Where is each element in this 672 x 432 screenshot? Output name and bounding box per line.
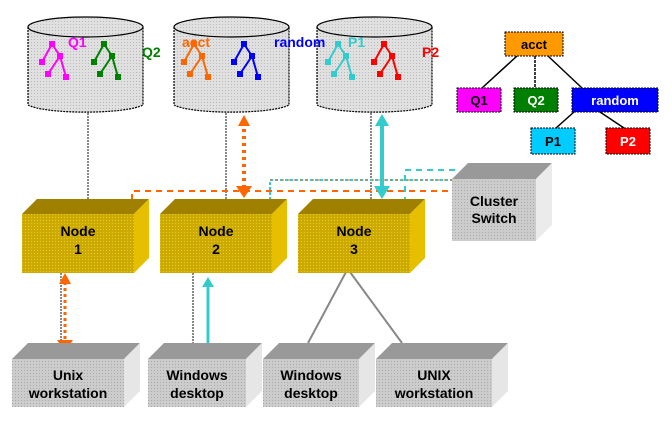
database-3 (316, 16, 433, 113)
hierarchy-label-acct: acct (521, 37, 548, 52)
client-label-line2: workstation (28, 385, 108, 401)
client-label-line2: desktop (284, 385, 338, 401)
switch-label-line1: Cluster (470, 193, 519, 209)
orange-dotted-arrow-node1-client1 (57, 273, 73, 352)
hierarchy-node-q2 (513, 87, 559, 113)
hierarchy-node-p2 (605, 127, 651, 155)
hierarchy-node-p1 (530, 127, 576, 155)
client-label-line2: workstation (394, 385, 474, 401)
tree-icon-q1: Q1 (39, 34, 87, 80)
node3-client3-link (307, 271, 347, 344)
cyan-switch-link-node3 (404, 169, 455, 203)
tree-icon-random: random (231, 34, 325, 80)
node-label-line2: 3 (350, 241, 358, 257)
tree-label-acct: acct (182, 34, 210, 50)
hierarchy-label-q2: Q2 (527, 93, 544, 108)
client-label-line1: UNIX (417, 367, 451, 383)
client-4: UNIX workstation (376, 343, 508, 407)
database-1 (27, 16, 144, 113)
hierarchy-node-acct (504, 31, 564, 57)
client-label-line1: Unix (53, 367, 84, 383)
tree-icon-p2: P2 (371, 41, 439, 80)
orange-interconnect (131, 190, 452, 200)
node-label-line1: Node (199, 223, 234, 239)
tree-label-q1: Q1 (68, 34, 87, 50)
node-2: Node 2 (160, 199, 287, 273)
client-1: Unix workstation (12, 343, 140, 407)
node-label-line2: 1 (74, 241, 82, 257)
hierarchy-diagram: acct Q1 Q2 random P1 P2 (456, 31, 659, 155)
cyan-arrow-db3-node3 (374, 114, 390, 199)
node-label-line1: Node (337, 223, 372, 239)
node-label-line2: 2 (212, 241, 220, 257)
hierarchy-label-random: random (591, 93, 639, 108)
client-label-line1: Windows (280, 367, 342, 383)
tree-label-p1: P1 (348, 34, 365, 50)
client-2: Windows desktop (148, 343, 262, 407)
client-label-line1: Windows (166, 367, 228, 383)
hierarchy-node-random (571, 87, 659, 113)
node-1: Node 1 (22, 199, 149, 273)
node3-client4-link (349, 271, 403, 344)
hierarchy-label-q1: Q1 (470, 93, 487, 108)
tree-icon-q2: Q2 (91, 41, 161, 80)
tree-icon-p1: P1 (325, 34, 365, 80)
client-label-line2: desktop (170, 385, 224, 401)
database-2 (173, 16, 290, 113)
tree-icon-acct: acct (181, 34, 211, 80)
hierarchy-label-p1: P1 (545, 134, 561, 149)
orange-dotted-arrow-db2-node2 (236, 115, 252, 198)
client-3: Windows desktop (263, 343, 375, 407)
node-3: Node 3 (298, 199, 425, 273)
cluster-switch: Cluster Switch (452, 163, 552, 241)
tree-label-random: random (274, 34, 325, 50)
hierarchy-label-p2: P2 (620, 134, 636, 149)
tree-label-q2: Q2 (142, 44, 161, 60)
hierarchy-node-q1 (456, 87, 502, 113)
switch-label-line2: Switch (471, 210, 516, 226)
tree-label-p2: P2 (422, 44, 439, 60)
node-label-line1: Node (61, 223, 96, 239)
